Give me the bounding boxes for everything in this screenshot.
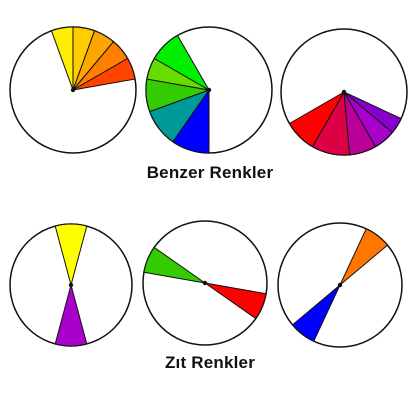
wheel-center-dot [70,87,76,93]
wheel-center-dot [68,282,74,288]
wedge-red-orange [72,58,136,91]
wedge-red [288,91,345,148]
wheel-center-dot [206,87,212,93]
wedge-yellow [54,223,88,286]
color-wheel-complement-yellow-purple [9,223,133,347]
color-wheel-analog-red-violet [280,28,408,156]
color-wheel-complement-green-red [142,220,268,346]
wheel-center-dot [341,89,347,95]
wedge-green [143,246,206,284]
wheel-center-dot [337,282,343,288]
caption-complementary-colors: Zıt Renkler [164,353,256,372]
caption-analogous-colors: Benzer Renkler [146,163,274,182]
color-wheel-analog-warm [9,26,137,154]
wedge-orange [339,228,388,286]
wheel-center-dot [202,280,208,286]
color-wheel-complement-orange-blue [277,222,403,348]
wedge-blue [292,284,341,342]
color-wheel-analog-cool [145,26,273,154]
wedge-red [204,282,267,320]
wedge-purple [54,284,88,347]
wedge-bright-green [153,34,210,91]
